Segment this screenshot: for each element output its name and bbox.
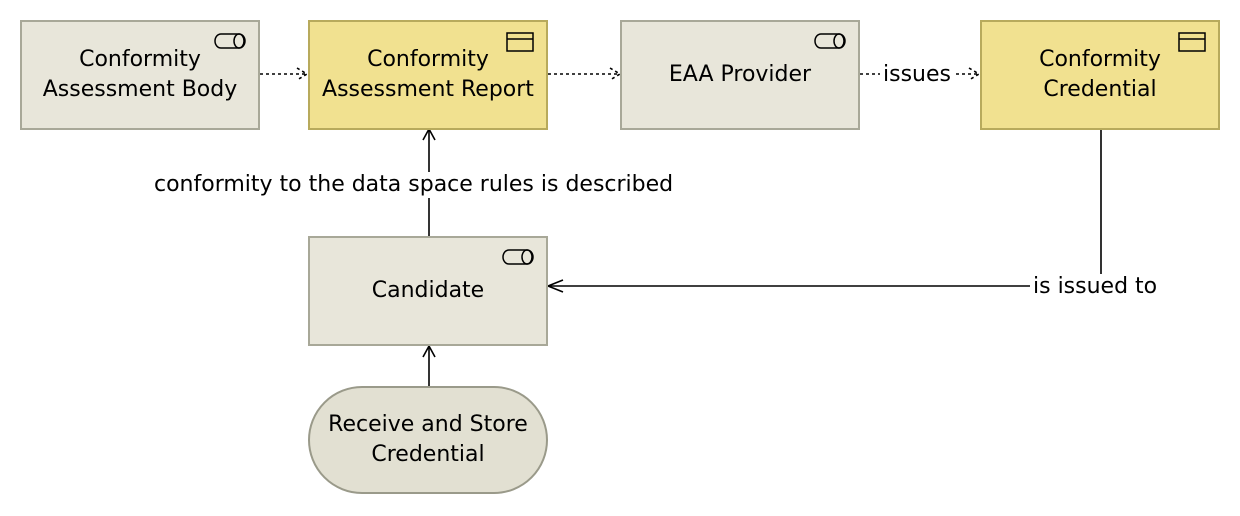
edge-label-is-issued-to: is issued to <box>1030 274 1161 300</box>
node-label: Conformity Assessment Report <box>322 47 534 102</box>
object-icon <box>1178 32 1206 52</box>
node-label: Conformity Assessment Body <box>42 47 238 102</box>
role-icon <box>214 33 246 49</box>
edge-credential-to-candidate[interactable] <box>545 130 1102 293</box>
node-eaa-provider[interactable]: EAA Provider <box>620 20 860 130</box>
node-label: Candidate <box>371 278 485 303</box>
edge-report-to-eaa[interactable] <box>548 67 622 81</box>
node-conformity-credential[interactable]: Conformity Credential <box>980 20 1220 130</box>
role-icon <box>814 33 846 49</box>
node-label: Receive and Store Credential <box>328 412 528 467</box>
edge-eaa-to-credential[interactable] <box>860 67 981 81</box>
edge-cab-to-report[interactable] <box>260 67 309 81</box>
edge-label-issues: issues <box>880 62 954 88</box>
node-receive-and-store-credential[interactable]: Receive and Store Credential <box>308 386 548 494</box>
node-conformity-assessment-body[interactable]: Conformity Assessment Body <box>20 20 260 130</box>
object-icon <box>506 32 534 52</box>
role-icon <box>502 249 534 265</box>
edge-process-to-candidate[interactable] <box>422 344 436 386</box>
node-label: Conformity Credential <box>1039 47 1161 102</box>
node-conformity-assessment-report[interactable]: Conformity Assessment Report <box>308 20 548 130</box>
node-candidate[interactable]: Candidate <box>308 236 548 346</box>
node-label: EAA Provider <box>668 62 812 87</box>
edge-label-conformity-described: conformity to the data space rules is de… <box>151 172 677 198</box>
